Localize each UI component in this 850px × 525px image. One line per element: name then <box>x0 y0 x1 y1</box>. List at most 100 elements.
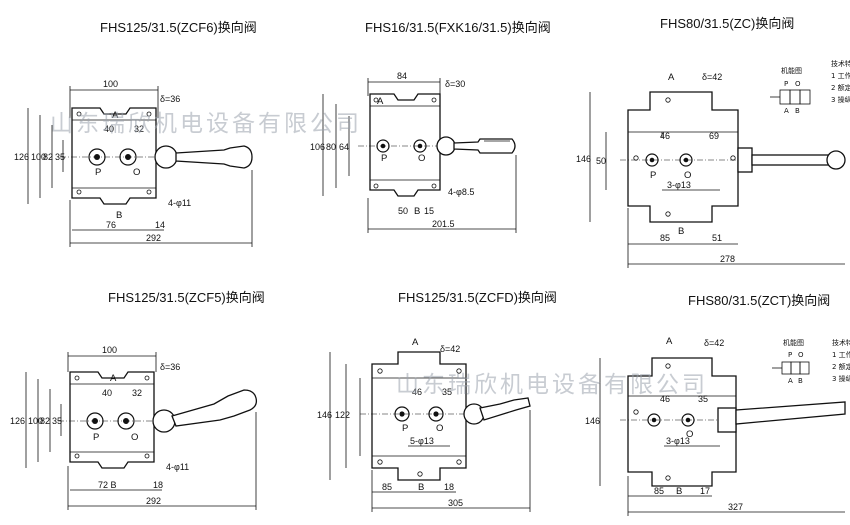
dim-label: 278 <box>720 254 735 264</box>
valve-body <box>371 351 467 481</box>
dim-label: δ=42 <box>702 72 722 82</box>
lever-hub <box>717 407 737 433</box>
dim-label: 76 <box>106 220 116 230</box>
dim-label: 64 <box>339 142 349 152</box>
dim-label: 100 <box>28 416 43 426</box>
dim-label: 3-φ13 <box>666 436 690 446</box>
dim-label: 35 <box>52 416 62 426</box>
valve-title: FHS16/31.5(FXK16/31.5)换向阀 <box>365 20 551 35</box>
legend-port: B <box>798 377 803 385</box>
port-label-o: O <box>418 153 425 164</box>
dim-label: 146 <box>585 416 600 426</box>
function-diagram: 机能图 P O A B 技术特 1 工作 2 额定 3 操纵 <box>772 338 850 385</box>
port-label-p: P <box>93 432 99 443</box>
dim-label: 292 <box>146 233 161 243</box>
dim-label: 4-φ11 <box>166 462 189 472</box>
dim-label: 4-φ8.5 <box>448 187 474 197</box>
dim-label: 40 <box>102 388 112 398</box>
dim-label: 35 <box>698 394 708 404</box>
lever-handle <box>453 138 516 154</box>
legend-item: 技术特 <box>831 59 850 68</box>
dim-label: 305 <box>448 498 463 508</box>
dim-label: 50 <box>398 206 408 216</box>
dim-label: 85 <box>654 486 664 496</box>
port-label-p: P <box>650 170 656 181</box>
dim-label: 106 <box>310 142 325 152</box>
dim-label: 126 <box>14 152 29 162</box>
dim-label: 84 <box>397 71 407 81</box>
port-label-p: P <box>381 153 387 164</box>
dim-label: 327 <box>728 502 743 512</box>
dim-label: 100 <box>31 152 46 162</box>
port-label-b: B <box>414 206 420 217</box>
dim-label: 32 <box>134 124 144 134</box>
legend-item: 1 工作 <box>832 350 850 359</box>
port-label-a: A <box>412 337 419 348</box>
dim-label: 5-φ13 <box>410 436 434 446</box>
dim-label: 146 <box>576 154 591 164</box>
dim-label: 32 <box>132 388 142 398</box>
port-label-o: O <box>133 167 140 178</box>
port-label-a: A <box>110 373 117 384</box>
port-label-b: B <box>676 486 682 497</box>
dim-label: 85 <box>382 482 392 492</box>
legend-title: 机能图 <box>781 66 802 75</box>
port-label-b: B <box>116 210 122 221</box>
dim-label: 46 <box>660 131 670 141</box>
valve-panel-zcfd: FHS125/31.5(ZCFD)换向阀 A δ=42 46 35 P O 5-… <box>317 290 557 512</box>
dim-label: 100 <box>102 345 117 355</box>
port-label-b: B <box>678 226 684 237</box>
dim-label: 82 <box>40 416 50 426</box>
legend-item: 2 额定 <box>831 83 850 92</box>
valve-title: FHS80/31.5(ZC)换向阀 <box>660 16 794 31</box>
watermark-bottom: 山东瑞欣机电设备有限公司 <box>396 372 708 398</box>
dim-label: 80 <box>326 142 336 152</box>
dim-label: 4-φ11 <box>168 198 191 208</box>
dim-label: 85 <box>660 233 670 243</box>
valve-title: FHS125/31.5(ZCF5)换向阀 <box>108 290 265 305</box>
dim-label: 126 <box>10 416 25 426</box>
legend-port: P <box>788 351 792 359</box>
watermark-top: 山东瑞欣机电设备有限公司 <box>50 111 362 137</box>
dim-label: 51 <box>712 233 722 243</box>
valve-panel-zcf5: FHS125/31.5(ZCF5)换向阀 100 δ=36 A 40 32 P … <box>10 290 265 510</box>
valve-body <box>71 107 157 205</box>
valve-title: FHS125/31.5(ZCF6)换向阀 <box>100 20 257 35</box>
port-label-p: P <box>402 423 408 434</box>
lever-handle <box>479 397 531 421</box>
dim-label: 15 <box>424 206 434 216</box>
dim-label: 14 <box>155 220 165 230</box>
lever-hub <box>154 145 178 169</box>
valve-body <box>69 371 155 469</box>
legend-title: 机能图 <box>783 338 804 347</box>
port-label-a: A <box>377 96 384 107</box>
dim-label: 122 <box>335 410 350 420</box>
port-label-p: P <box>95 167 101 178</box>
dim-label: δ=42 <box>440 344 460 354</box>
valve-body <box>369 93 441 197</box>
dim-label: 35 <box>442 387 452 397</box>
legend-item: 1 工作 <box>831 71 850 80</box>
port-label-a: A <box>112 110 119 121</box>
port-label-a: A <box>668 72 675 83</box>
lever-hub <box>737 147 753 173</box>
dim-label: 18 <box>153 480 163 490</box>
dim-label: 82 <box>43 152 53 162</box>
lever-handle <box>171 389 258 427</box>
dim-label: δ=36 <box>160 94 180 104</box>
legend-port: P <box>784 80 788 88</box>
legend-item: 2 额定 <box>832 362 850 371</box>
dim-label: 292 <box>146 496 161 506</box>
dim-label: 3-φ13 <box>667 180 691 190</box>
legend-item: 3 操纵 <box>832 374 850 383</box>
valve-title: FHS80/31.5(ZCT)换向阀 <box>688 293 830 308</box>
legend-item: 3 操纵 <box>831 95 850 104</box>
valve-panel-zcf6: FHS125/31.5(ZCF6)换向阀 100 δ=36 A 40 32 P … <box>14 20 257 247</box>
lever-hub <box>152 409 176 433</box>
port-label-o: O <box>684 170 691 181</box>
port-label-o: O <box>131 432 138 443</box>
valve-title: FHS125/31.5(ZCFD)换向阀 <box>398 290 557 305</box>
legend-port: A <box>784 107 789 115</box>
dim-label: 50 <box>596 156 606 166</box>
